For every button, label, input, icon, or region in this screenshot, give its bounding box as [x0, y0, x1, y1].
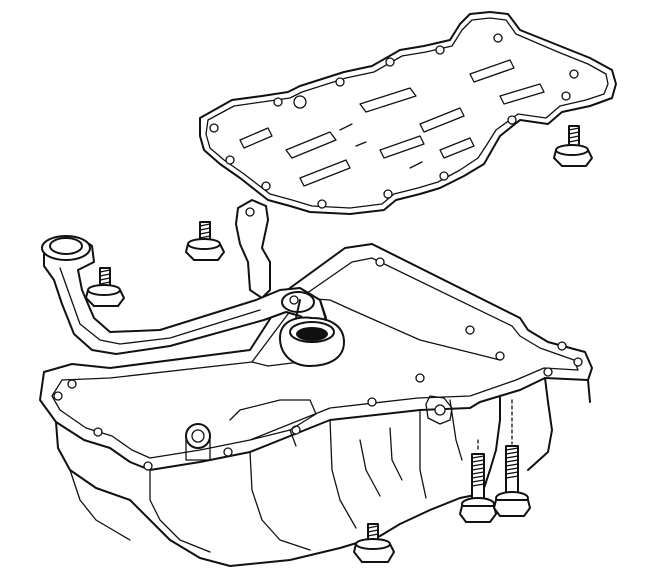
- long-bolt-left: [459, 439, 497, 523]
- bolt-pan-bottom: [353, 523, 395, 563]
- bolt-strainer-upper: [185, 221, 225, 261]
- long-bolt-right: [493, 399, 531, 517]
- baffle-plate: [199, 11, 617, 215]
- oil-pan: [39, 243, 593, 567]
- bolt-plate-right: [553, 125, 593, 167]
- oil-strainer: [41, 199, 345, 367]
- bolt-strainer-lower: [85, 267, 125, 307]
